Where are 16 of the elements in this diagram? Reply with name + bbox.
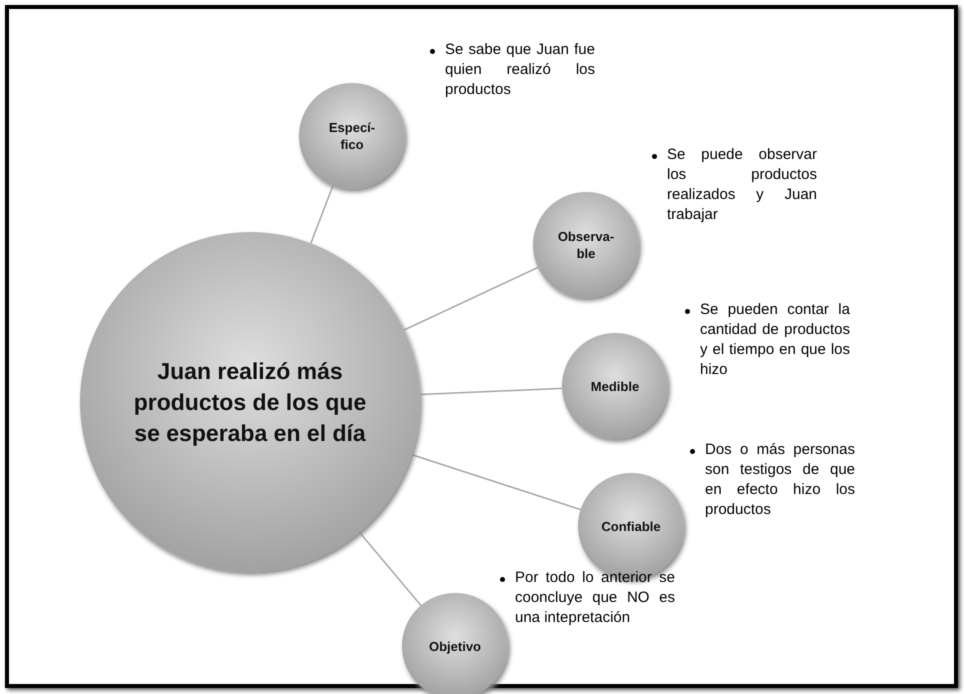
node-label: Observa- ble: [556, 228, 616, 262]
bullet-text: Por todo lo anterior se cooncluye que NO es una intepretación: [515, 568, 675, 628]
connector-line: [411, 454, 581, 510]
node-label: Especí- fico: [328, 119, 376, 153]
connector-line: [404, 266, 538, 331]
node-label: Objetivo: [428, 638, 482, 654]
node-label: Juan realizó más productos de los que se esperaba en el día: [132, 356, 368, 448]
node-label: Medible: [590, 378, 640, 394]
node-label: Confiable: [601, 518, 661, 534]
bullet-text: Dos o más personas son testigos de que en efecto hizo los productos: [705, 440, 855, 520]
connector-line: [358, 532, 422, 606]
bullet-text: Se sabe que Juan fue quien realizó los productos: [445, 40, 595, 100]
connector-line: [420, 388, 562, 396]
bullet-text: Se pueden contar la cantidad de productos y el tiempo en que los hizo: [700, 300, 850, 380]
bullet-text: Se puede observar los productos realizados y Juan trabajar: [667, 145, 817, 225]
connector-line: [310, 185, 334, 244]
